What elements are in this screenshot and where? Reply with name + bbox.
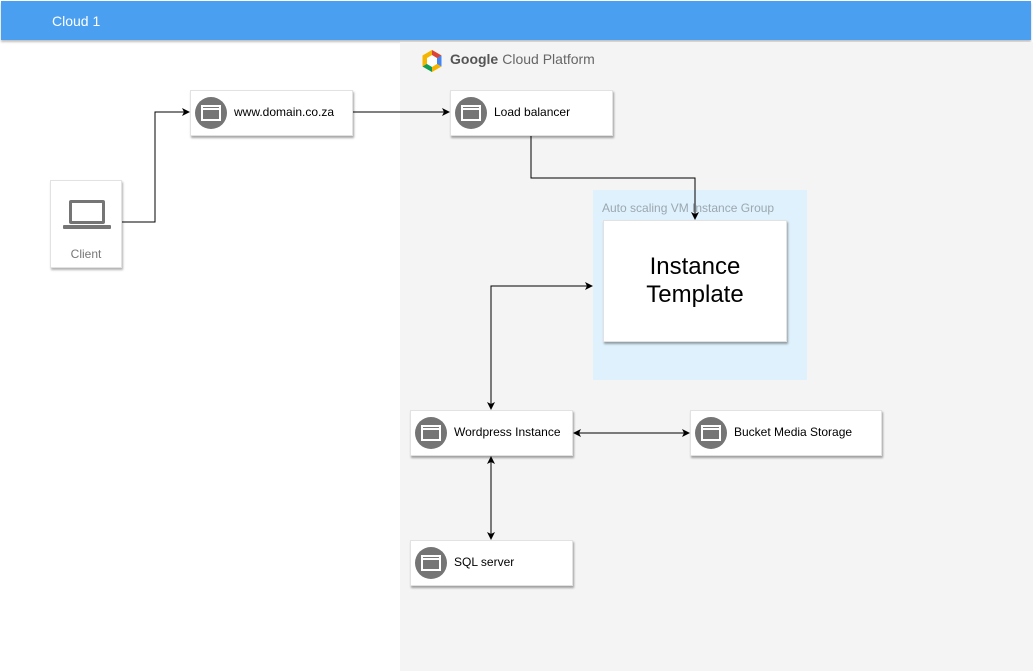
client-node[interactable]: Client: [50, 180, 122, 268]
autoscaling-group-label: Auto scaling VM Instance Group: [602, 201, 775, 215]
sql-label: SQL server: [454, 555, 515, 569]
edge-lb-to-template: [530, 136, 699, 220]
domain-label: www.domain.co.za: [234, 105, 335, 119]
compute-instance-icon: [455, 97, 487, 129]
bucket-node[interactable]: Bucket Media Storage: [690, 410, 882, 456]
compute-instance-icon: [415, 547, 447, 579]
instance-template-line1: Instance: [649, 253, 741, 280]
gcp-hexagon-icon: [422, 50, 442, 72]
laptop-icon: [63, 200, 111, 229]
domain-node[interactable]: www.domain.co.za: [190, 90, 353, 136]
load-balancer-node[interactable]: Load balancer: [450, 90, 613, 136]
instance-template-line2: Template: [646, 281, 744, 308]
wordpress-node[interactable]: Wordpress Instance: [410, 410, 573, 456]
load-balancer-label: Load balancer: [494, 105, 571, 119]
compute-instance-icon: [415, 417, 447, 449]
compute-instance-icon: [695, 417, 727, 449]
bucket-label: Bucket Media Storage: [734, 425, 853, 439]
title-bar: Cloud 1: [1, 1, 1031, 40]
edge-client-to-domain: [122, 108, 190, 223]
client-label: Client: [70, 247, 102, 261]
gcp-brand-bold: Google: [450, 51, 499, 67]
gcp-brand-rest: Cloud Platform: [502, 51, 595, 67]
instance-template-label: Instance Template: [604, 253, 786, 309]
sql-node[interactable]: SQL server: [410, 540, 573, 586]
wordpress-label: Wordpress Instance: [454, 425, 561, 439]
instance-template[interactable]: Instance Template: [603, 220, 787, 342]
compute-instance-icon: [195, 97, 227, 129]
edge-wordpress-template: [487, 282, 593, 410]
page-title: Cloud 1: [52, 13, 101, 29]
